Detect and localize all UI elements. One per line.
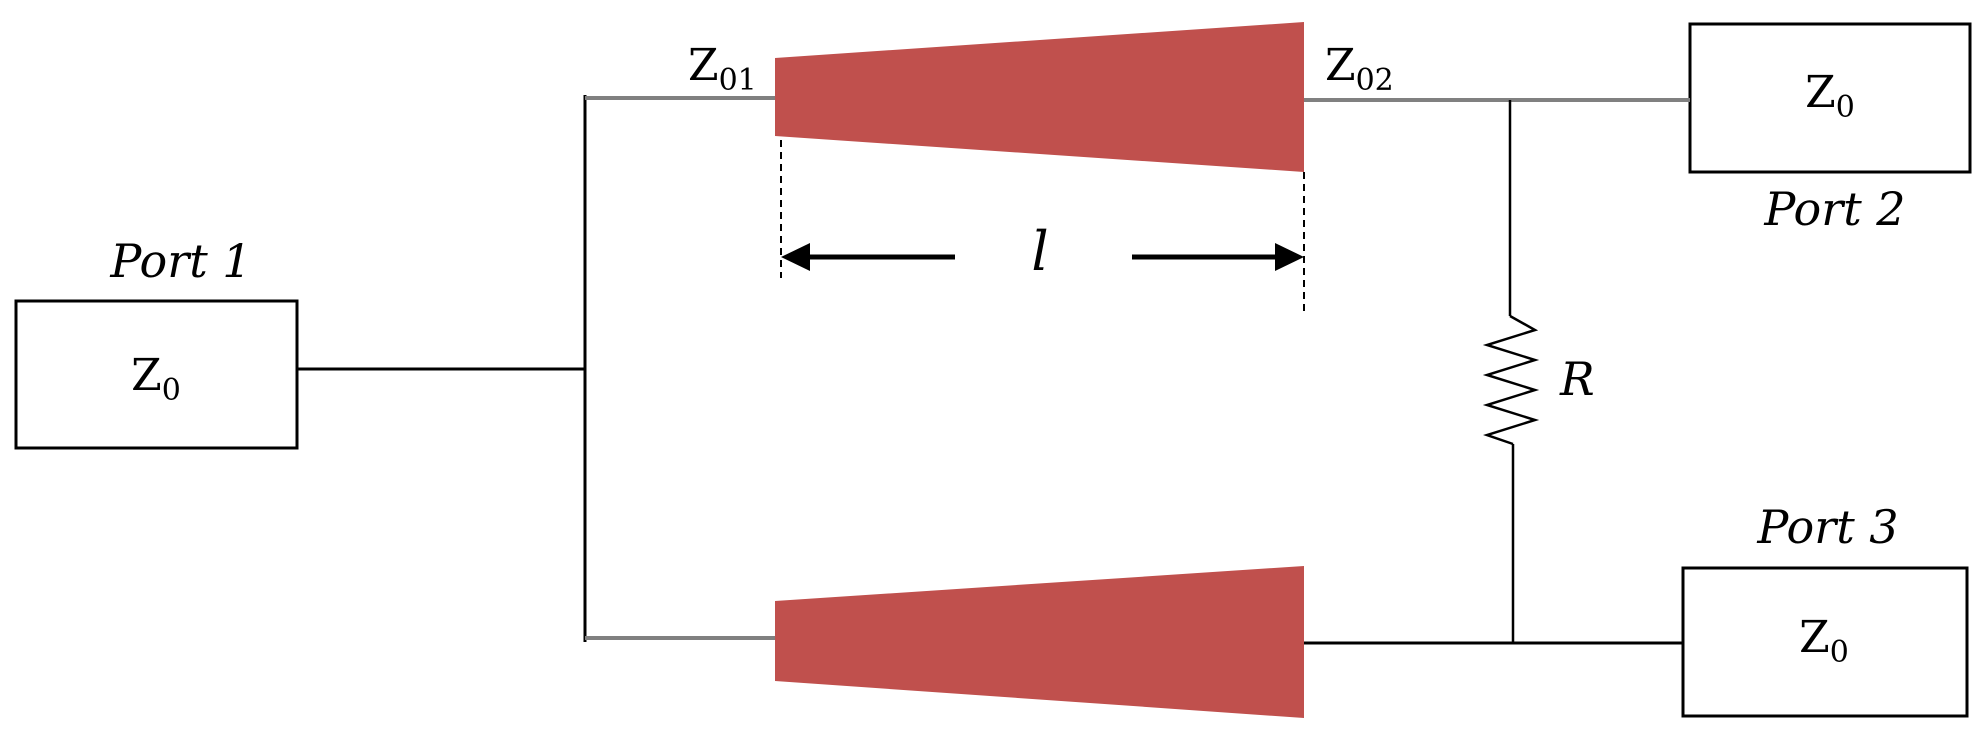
- port-3-impedance: Z0: [1799, 612, 1849, 670]
- length-left-arrowhead: [781, 243, 810, 271]
- circuit-lines: [297, 95, 1690, 645]
- length-label: l: [1031, 220, 1048, 283]
- port-3-label: Port 3: [1756, 500, 1898, 554]
- port-2-impedance: Z0: [1805, 67, 1855, 125]
- isolation-resistor: R: [1482, 314, 1595, 446]
- port-3: Z0 Port 3: [1681, 500, 1969, 718]
- length-right-arrowhead: [1275, 243, 1304, 271]
- upper-tapered-line: [775, 22, 1304, 172]
- lower-tapered-line: [775, 566, 1304, 718]
- port-3-box: [1681, 566, 1969, 718]
- length-dimension: l: [780, 140, 1305, 312]
- taper-output-impedance: Z02: [1325, 40, 1394, 98]
- port-1-impedance: Z0: [131, 350, 181, 408]
- port-1-box: [14, 299, 299, 450]
- taper-input-impedance: Z01: [688, 40, 757, 98]
- resistor-zigzag: [1482, 314, 1540, 446]
- port-2: Z0 Port 2: [1688, 22, 1972, 236]
- port-1-label: Port 1: [109, 234, 251, 288]
- port-2-box: [1688, 22, 1972, 174]
- port-1: Z0 Port 1: [14, 234, 299, 450]
- port-2-label: Port 2: [1763, 182, 1905, 236]
- resistor-label: R: [1559, 352, 1595, 406]
